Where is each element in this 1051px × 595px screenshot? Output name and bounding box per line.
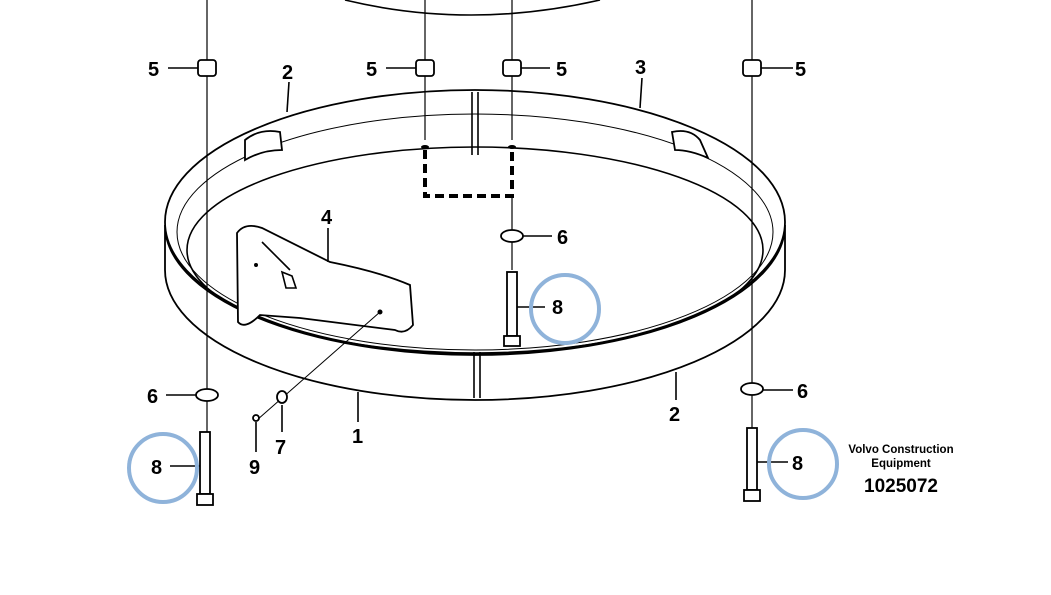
callout-8: 8 bbox=[792, 453, 803, 475]
callout-8: 8 bbox=[151, 457, 162, 479]
callout-7: 7 bbox=[275, 437, 286, 459]
nut-part-7 bbox=[276, 390, 288, 404]
pin-part-9 bbox=[252, 414, 260, 422]
callout-2: 2 bbox=[282, 62, 293, 84]
callout-3: 3 bbox=[635, 57, 646, 79]
callout-5: 5 bbox=[148, 59, 159, 81]
callout-5: 5 bbox=[795, 59, 806, 81]
callout-5: 5 bbox=[556, 59, 567, 81]
bushings bbox=[197, 59, 762, 77]
brand-line-2: Equipment bbox=[871, 458, 931, 470]
leader-lines bbox=[166, 67, 793, 467]
callout-5: 5 bbox=[366, 59, 377, 81]
washers bbox=[195, 229, 764, 402]
bracket-part-4 bbox=[236, 224, 414, 333]
drawing-number: 1025072 bbox=[864, 476, 938, 497]
callout-6: 6 bbox=[557, 227, 568, 249]
upper-part-edge bbox=[344, 0, 601, 16]
callout-4: 4 bbox=[321, 207, 333, 229]
highlight-circles bbox=[127, 273, 839, 504]
callout-1: 1 bbox=[352, 426, 363, 448]
callout-2: 2 bbox=[669, 404, 680, 426]
brand-line-1: Volvo Construction bbox=[848, 444, 953, 456]
callout-8: 8 bbox=[552, 297, 563, 319]
callout-6: 6 bbox=[797, 381, 808, 403]
callout-9: 9 bbox=[249, 457, 260, 479]
callout-6: 6 bbox=[147, 386, 158, 408]
bolts bbox=[196, 271, 761, 506]
